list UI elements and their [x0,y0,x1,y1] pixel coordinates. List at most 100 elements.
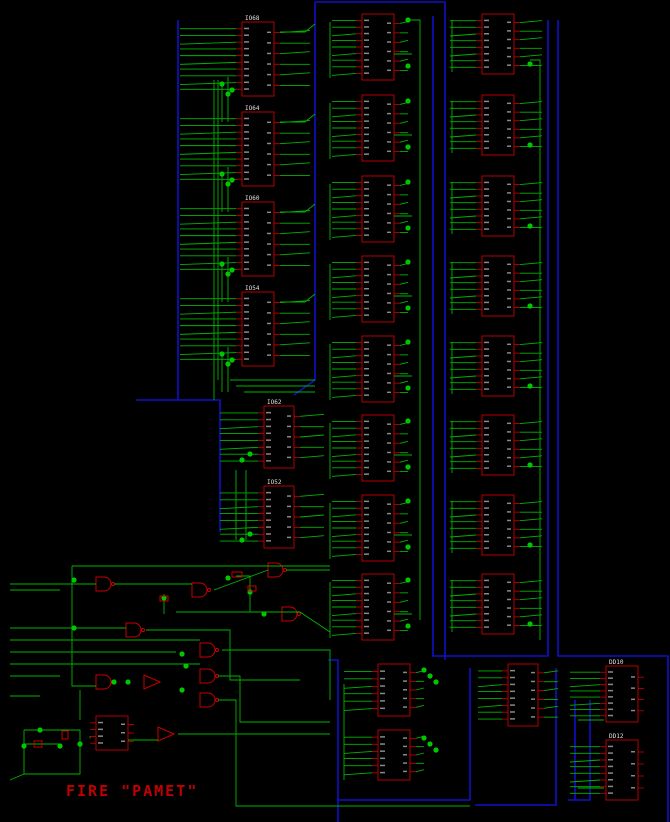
memory-chip [331,573,409,641]
pin-mark [267,343,271,346]
and-gate [95,576,116,592]
pin-mark [98,728,103,731]
pin-mark [267,63,271,65]
input-wire [331,72,357,76]
pin-mark [364,348,369,350]
pin-mark [387,264,391,266]
pin-mark [507,615,511,618]
junction-dot [229,177,235,183]
pin-mark [631,676,635,678]
input-wire [331,355,357,359]
gate-body [267,562,284,578]
pin-mark [507,448,511,450]
input-wire [449,434,477,438]
pin-mark [484,341,489,344]
output-wire [519,20,543,24]
pin-mark [403,680,407,682]
memory-chip [331,414,409,482]
pin-mark [267,73,271,76]
memory-chip [331,494,409,562]
pin-mark [364,261,369,264]
pin-mark [507,30,511,32]
pin-mark [484,215,489,217]
pin-mark [244,137,249,140]
pin-mark [267,264,271,266]
input-wire [449,114,477,118]
pin-mark [484,195,489,197]
bus-line [338,668,471,801]
pin-mark [608,708,613,711]
pin-mark [484,221,489,224]
output-wire [399,361,409,365]
pin-mark [364,307,369,310]
pin-mark [484,586,489,588]
gate-bubble [214,647,220,653]
pin-mark [387,31,391,34]
pin-mark [507,102,511,105]
input-wire [449,454,477,458]
pin-mark [364,221,369,223]
output-wire [519,342,543,346]
pin-mark [244,178,249,180]
pin-mark [484,228,489,230]
output-wire [543,705,559,709]
pin-mark [484,147,489,149]
buffer-gate [157,726,176,742]
pin-mark [387,531,391,534]
pin-mark [266,418,271,421]
junction-dot [527,542,533,548]
output-wire [519,421,543,425]
output-wire [543,670,559,674]
junction-dot [405,339,411,345]
pin-mark [507,21,511,24]
junction-dot [125,679,131,685]
output-link [280,113,316,123]
chip-body [241,291,275,367]
pin-mark [387,203,391,205]
input-wire [331,275,357,279]
pin-mark [507,47,511,49]
pin-mark [266,533,271,535]
input-wire [179,352,237,355]
pin-mark [484,460,489,463]
junction-dot [225,361,231,367]
chip-body [481,573,515,635]
output-wire [279,72,311,76]
output-wire [299,493,325,497]
chip-body [507,663,539,727]
pin-mark [507,343,511,346]
junction-dot [57,743,63,749]
logic-wire [236,575,251,590]
output-wire [399,599,409,603]
gate-body [199,668,216,684]
pin-mark [608,671,613,673]
memory-chip [331,94,409,162]
pin-mark [244,221,249,223]
pin-mark [403,706,407,708]
chip-body [481,414,515,476]
junction-dot [71,577,77,583]
pin-mark [244,317,249,320]
junction-dot [405,544,411,550]
pin-mark [267,322,271,325]
input-wire [331,234,357,238]
junction-dot [405,305,411,311]
and-gate [199,668,220,684]
junction-dot [405,418,411,424]
bus-line [315,1,446,660]
pin-mark [244,261,249,264]
pin-mark [267,84,271,86]
pin-mark [364,579,369,582]
pin-mark [380,764,385,767]
pin-mark [244,344,249,347]
output-wire [519,118,543,122]
output-wire [519,518,543,522]
capacitor [247,585,257,592]
pin-mark [507,528,511,530]
input-wire [331,114,357,118]
pin-mark [403,770,407,773]
pin-mark [287,436,291,438]
pin-mark [387,103,391,105]
pin-mark [267,163,271,166]
decoder-chip [477,663,559,727]
